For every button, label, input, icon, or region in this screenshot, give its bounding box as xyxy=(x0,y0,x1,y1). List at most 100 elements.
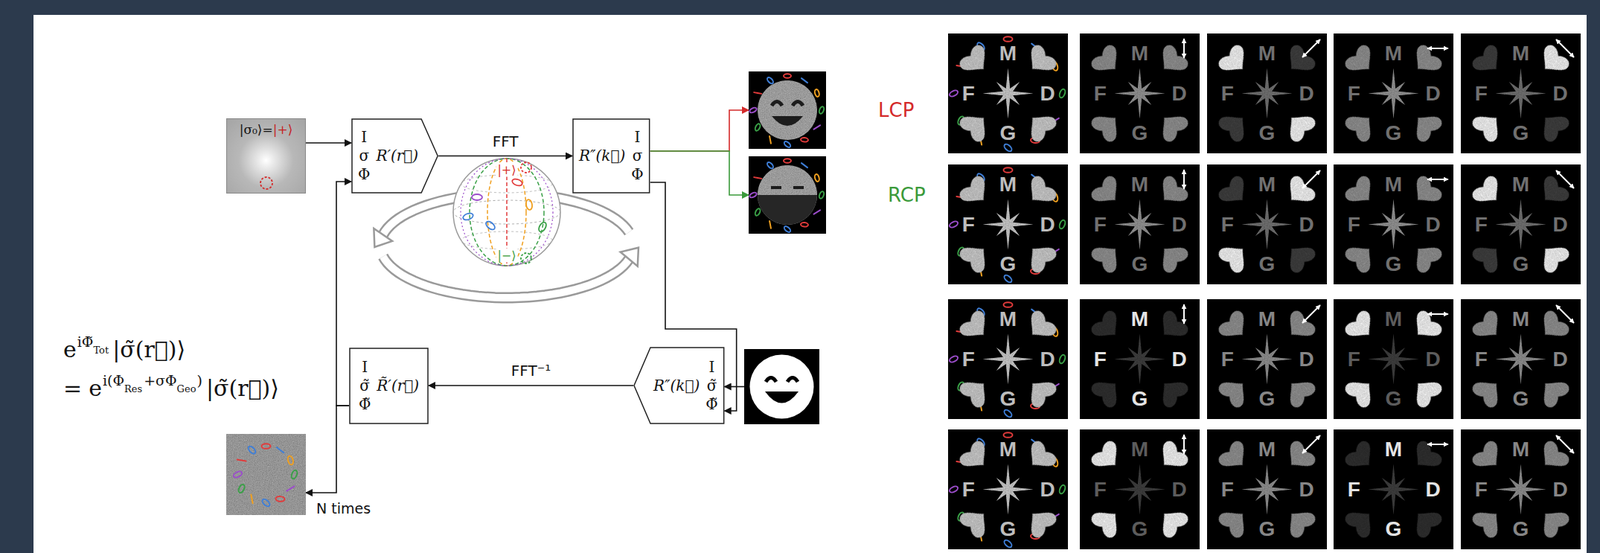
polarization-ellipse xyxy=(537,221,548,233)
component-symbol: Φ xyxy=(631,165,643,184)
polarization-ellipse xyxy=(753,122,761,131)
component-symbol: I xyxy=(634,128,641,147)
heart-shape xyxy=(957,238,995,276)
image-letter: D xyxy=(1040,214,1056,236)
box-outline xyxy=(352,119,438,193)
polarization-ellipse xyxy=(1003,142,1013,153)
polarization-ellipse xyxy=(1003,36,1013,42)
heart-shape xyxy=(1280,238,1318,276)
operator-label: R̃′(r⃗) xyxy=(376,376,419,396)
phase-noise xyxy=(226,433,306,515)
image-letter: D xyxy=(1040,349,1056,370)
image-letter: G xyxy=(1512,518,1530,540)
operator-label: R″(k⃗) xyxy=(653,376,700,396)
heart-shape xyxy=(1534,372,1572,411)
face-eye xyxy=(787,378,798,383)
heart-shape xyxy=(1280,503,1318,541)
heart-shape xyxy=(1469,308,1507,346)
image-ground xyxy=(1079,164,1200,285)
face-eye xyxy=(765,378,777,383)
lcp-output-image: LCP xyxy=(748,71,827,149)
component-symbol: Φ xyxy=(357,165,370,184)
star-shape xyxy=(1368,464,1420,515)
image-letter: G xyxy=(1259,122,1276,144)
image-letter: M xyxy=(999,43,1017,64)
image-letter: F xyxy=(1093,479,1107,501)
phase-mask-image: N times xyxy=(226,433,306,515)
polarization-ellipse xyxy=(818,190,826,199)
polarization-ellipse xyxy=(1003,167,1013,173)
polarization-arrow xyxy=(286,485,294,491)
heart-shape xyxy=(1280,107,1318,145)
hologram-reconstruction: MFDG xyxy=(1079,299,1200,419)
signal-arrow xyxy=(724,386,745,388)
polarization-ellipse xyxy=(237,483,246,495)
polarization-ring xyxy=(748,158,825,233)
heart-shape xyxy=(1534,238,1572,276)
image-letter: M xyxy=(1258,174,1276,195)
image-letter: F xyxy=(1347,83,1361,105)
heart-shape xyxy=(1280,372,1318,411)
component-symbol: σ̃ xyxy=(706,376,718,396)
heart-shape xyxy=(957,438,995,476)
equation-term: Tot xyxy=(93,335,109,366)
pole-state: |+⟩ xyxy=(495,162,518,178)
image-letter: M xyxy=(1131,308,1149,330)
hologram-reconstruction: MFDG xyxy=(1460,429,1581,550)
star-shape xyxy=(1114,334,1166,385)
operator-symbol: R̃′(r⃗) xyxy=(376,376,419,396)
heart-shape xyxy=(1216,438,1254,476)
image-ground xyxy=(1207,299,1327,419)
heart-shape xyxy=(1088,308,1126,346)
polarization-arrow xyxy=(753,177,762,179)
star-shape xyxy=(1368,68,1420,120)
heart-shape xyxy=(1469,42,1507,80)
k-space-constraint: R″(k⃗)Iσ̃Φ̃ xyxy=(633,346,725,425)
image-ground xyxy=(1333,299,1454,419)
hologram-reconstruction: MFDG xyxy=(1079,33,1200,154)
equation-term: Geo xyxy=(177,374,197,405)
polarization-arrow xyxy=(814,209,821,214)
heart-shape xyxy=(1469,503,1507,541)
image-letter: M xyxy=(999,308,1017,330)
image-letter: F xyxy=(1093,349,1107,370)
image-letter: D xyxy=(1425,83,1441,105)
polarization-ring xyxy=(948,302,1067,419)
operator-symbol: R″(k⃗) xyxy=(653,376,700,396)
image-letter: G xyxy=(1000,388,1017,410)
heart-shape xyxy=(1469,173,1507,211)
heart-shape xyxy=(957,42,995,80)
heart-shape xyxy=(1088,372,1126,411)
polarization-arrow xyxy=(753,92,762,94)
star-shape xyxy=(1114,68,1166,120)
face-eye xyxy=(792,101,803,107)
star-shape xyxy=(1368,334,1420,385)
polarization-ellipse xyxy=(782,140,792,149)
image-ground xyxy=(1207,164,1327,285)
polarization-name: RCP xyxy=(887,183,926,207)
component-symbol: σ xyxy=(358,146,370,166)
image-letter: G xyxy=(1259,388,1276,410)
polarization-ring xyxy=(748,73,825,149)
polarization-ellipse xyxy=(800,137,809,143)
pole-state: |−⟩ xyxy=(495,248,518,263)
heart-shape xyxy=(1407,372,1445,411)
box-outline xyxy=(349,348,428,424)
polarization-ellipse xyxy=(948,354,960,364)
image-letter: M xyxy=(1131,174,1149,195)
polarization-ellipse xyxy=(814,88,821,97)
heart-shape xyxy=(1469,107,1507,145)
image-letter: M xyxy=(999,174,1017,195)
heart-shape xyxy=(1153,107,1191,145)
heart-shape xyxy=(1216,503,1254,541)
polarization-ellipse xyxy=(1058,88,1066,99)
star-shape xyxy=(1242,68,1293,120)
state-text: |σ₀⟩= xyxy=(239,122,274,137)
image-letter: F xyxy=(962,214,975,236)
hologram-reconstruction: MFDG xyxy=(1207,33,1327,154)
star-shape xyxy=(1495,334,1547,385)
heart-shape xyxy=(1216,173,1254,211)
polarizer-arrow xyxy=(1427,47,1449,50)
heart-shape xyxy=(1021,372,1059,411)
heart-shape xyxy=(1469,238,1507,276)
